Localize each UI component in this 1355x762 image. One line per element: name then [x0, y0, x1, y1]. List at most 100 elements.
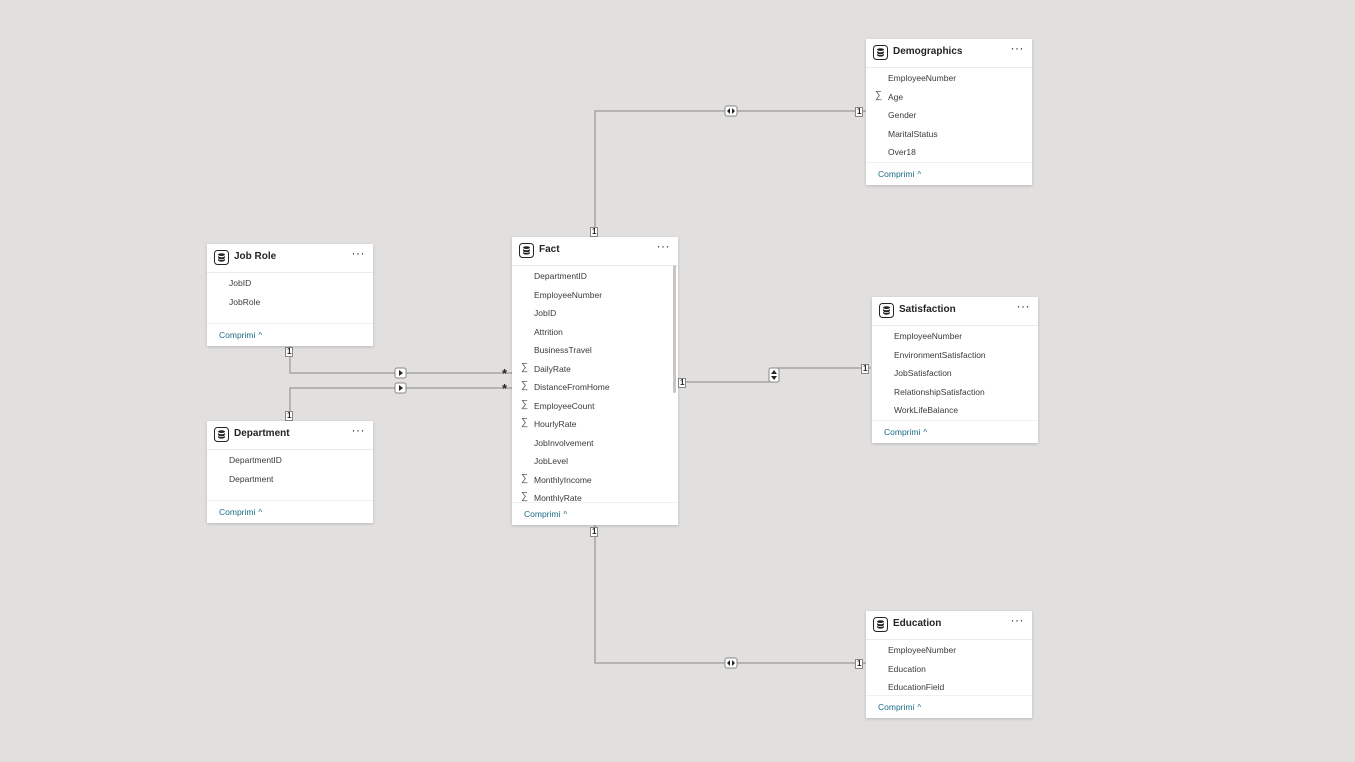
collapse-button[interactable]: Comprimi^: [524, 509, 567, 519]
chevron-up-icon: ^: [258, 508, 263, 517]
field-row[interactable]: Attrition: [512, 323, 678, 342]
field-row[interactable]: JobID: [207, 274, 373, 293]
collapse-button[interactable]: Comprimi^: [219, 507, 262, 517]
field-row[interactable]: EducationField: [866, 678, 1032, 697]
field-row[interactable]: ∑MonthlyIncome: [512, 471, 678, 490]
table-icon: [214, 427, 229, 447]
table-header[interactable]: Job Role ···: [207, 244, 373, 273]
sum-icon: ∑: [521, 398, 529, 410]
field-row[interactable]: BusinessTravel: [512, 341, 678, 360]
field-row[interactable]: EmployeeNumber: [866, 641, 1032, 660]
field-row[interactable]: ∑HourlyRate: [512, 415, 678, 434]
field-row[interactable]: EmployeeNumber: [512, 286, 678, 305]
field-name: JobLevel: [534, 456, 569, 466]
collapse-label: Comprimi: [219, 330, 256, 340]
field-row[interactable]: Over18: [866, 143, 1032, 162]
table-title: Education: [893, 618, 942, 629]
field-row[interactable]: JobInvolvement: [512, 434, 678, 453]
field-name: HourlyRate: [534, 419, 577, 429]
table-header[interactable]: Fact ···: [512, 237, 678, 266]
field-name: JobRole: [229, 296, 261, 307]
field-row[interactable]: ∑ EmployeeCount: [512, 397, 678, 416]
more-options-button[interactable]: ···: [656, 239, 670, 253]
filter-single-icon[interactable]: [394, 382, 407, 394]
field-row[interactable]: RelationshipSatisfaction: [872, 383, 1038, 402]
field-name: EmployeeCount: [534, 400, 595, 411]
field-name: MonthlyIncome: [534, 474, 592, 485]
field-name: JobInvolvement: [534, 437, 594, 448]
chevron-up-icon: ^: [563, 510, 568, 519]
more-options-button[interactable]: ···: [1016, 299, 1030, 313]
filter-both-icon[interactable]: [724, 105, 738, 117]
table-title: Demographics: [893, 46, 963, 57]
table-icon: [214, 250, 229, 270]
collapse-button[interactable]: Comprimi^: [878, 169, 921, 179]
field-name: MonthlyRate: [534, 493, 582, 503]
field-name: EmployeeNumber: [894, 331, 963, 341]
vertical-scrollbar[interactable]: [673, 265, 676, 393]
cardinality-one-label: 1: [285, 411, 294, 421]
field-row[interactable]: JobSatisfaction: [872, 364, 1038, 383]
chevron-up-icon: ^: [258, 331, 263, 340]
field-name: EnvironmentSatisfaction: [894, 349, 986, 360]
table-icon: [519, 243, 534, 263]
chevron-up-icon: ^: [917, 170, 922, 179]
field-row[interactable]: JobRole: [207, 293, 373, 312]
field-name: RelationshipSatisfaction: [894, 386, 985, 397]
table-card-job-role[interactable]: Job Role ··· JobID JobRole Comprimi^: [207, 244, 373, 346]
collapse-button[interactable]: Comprimi^: [219, 330, 262, 340]
table-title: Job Role: [234, 251, 277, 262]
field-name: DailyRate: [534, 363, 571, 374]
cardinality-one-label: 1: [590, 527, 599, 537]
field-row[interactable]: ∑DistanceFromHome: [512, 378, 678, 397]
cardinality-many-label: *: [502, 366, 508, 381]
field-row[interactable]: DepartmentID: [512, 267, 678, 286]
more-options-button[interactable]: ···: [351, 246, 365, 260]
field-row[interactable]: MaritalStatus: [866, 125, 1032, 144]
more-options-button[interactable]: ···: [1010, 613, 1024, 627]
collapse-button[interactable]: Comprimi^: [878, 702, 921, 712]
field-row[interactable]: Gender: [866, 106, 1032, 125]
field-row[interactable]: ∑DailyRate: [512, 360, 678, 379]
filter-both-icon[interactable]: [724, 657, 738, 669]
more-options-button[interactable]: ···: [1010, 41, 1024, 55]
table-title: Fact: [539, 244, 560, 255]
filter-single-icon[interactable]: [394, 367, 407, 379]
field-row[interactable]: EnvironmentSatisfaction: [872, 346, 1038, 365]
collapse-button[interactable]: Comprimi^: [884, 427, 927, 437]
more-options-button[interactable]: ···: [351, 423, 365, 437]
field-name: Over18: [888, 147, 916, 157]
field-row[interactable]: JobID: [512, 304, 678, 323]
field-row[interactable]: Department: [207, 470, 373, 489]
table-header[interactable]: Demographics ···: [866, 39, 1032, 68]
collapse-label: Comprimi: [878, 169, 915, 179]
filter-both-icon[interactable]: [768, 367, 780, 383]
table-header[interactable]: Department ···: [207, 421, 373, 450]
field-row[interactable]: Education: [866, 660, 1032, 679]
field-row[interactable]: ∑Age: [866, 88, 1032, 107]
table-header[interactable]: Education ···: [866, 611, 1032, 640]
cardinality-one-label: 1: [590, 227, 599, 237]
field-row[interactable]: WorkLifeBalance: [872, 401, 1038, 420]
field-row[interactable]: ∑MonthlyRate: [512, 489, 678, 508]
cardinality-many-label: *: [502, 381, 508, 396]
field-name: JobID: [229, 278, 252, 288]
chevron-up-icon: ^: [923, 428, 928, 437]
field-row[interactable]: EmployeeNumber: [866, 69, 1032, 88]
field-row[interactable]: EmployeeNumber: [872, 327, 1038, 346]
field-row[interactable]: JobLevel: [512, 452, 678, 471]
cardinality-one-label: 1: [861, 364, 870, 374]
field-row[interactable]: DepartmentID: [207, 451, 373, 470]
table-icon: [873, 617, 888, 637]
table-header[interactable]: Satisfaction ···: [872, 297, 1038, 326]
collapse-label: Comprimi: [219, 507, 256, 517]
